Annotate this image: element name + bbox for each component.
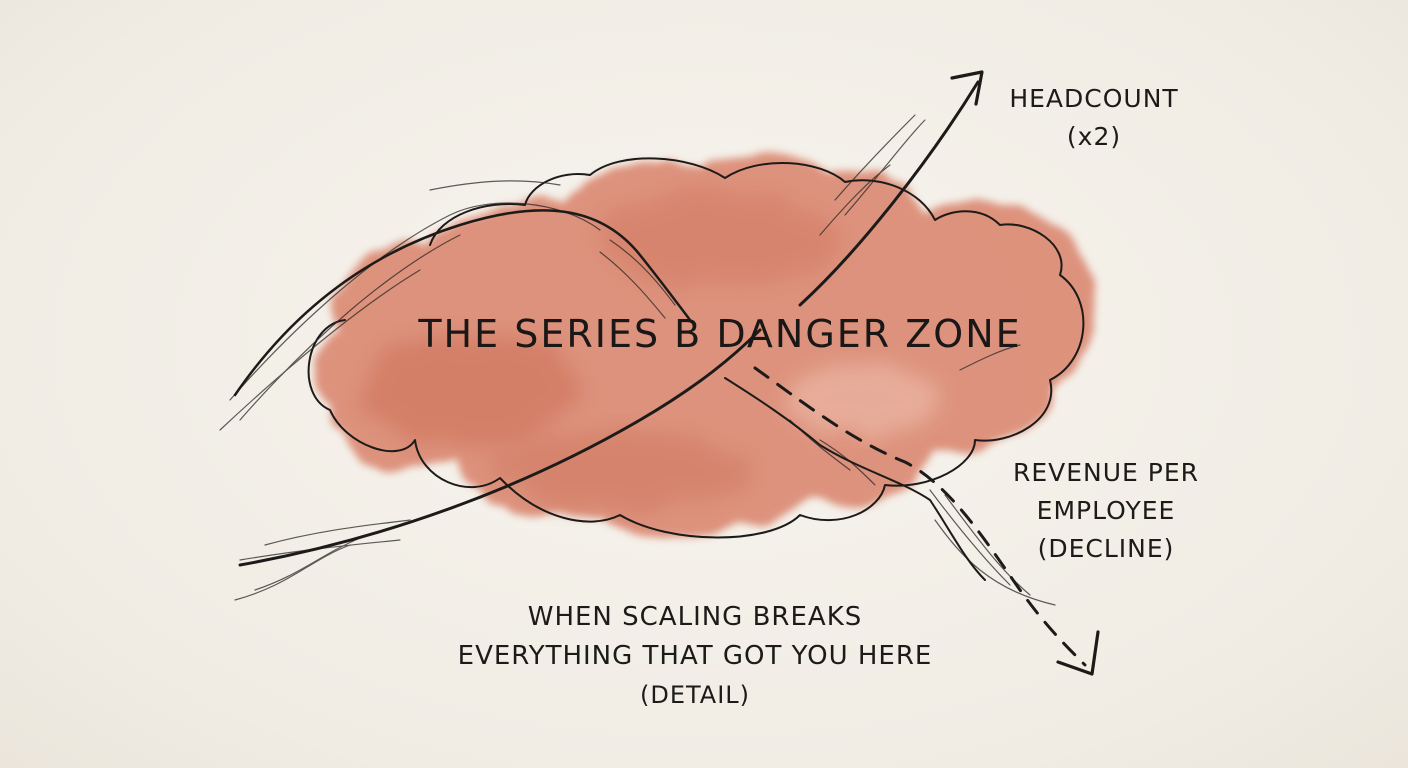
headcount-label-line1: HEADCOUNT (1009, 84, 1179, 113)
diagram-caption: WHEN SCALING BREAKS EVERYTHING THAT GOT … (430, 598, 960, 715)
wash-light-center (780, 365, 940, 435)
caption-line2: EVERYTHING THAT GOT YOU HERE (457, 641, 933, 671)
revenue-arrow-icon (1056, 630, 1100, 676)
caption-line1: WHEN SCALING BREAKS (527, 602, 863, 632)
headcount-arrow-icon (950, 70, 984, 106)
sketch-wisps (219, 114, 1056, 606)
revenue-label-line2: EMPLOYEE (1036, 496, 1176, 525)
revenue-decline-curve (753, 366, 1087, 667)
headcount-label: HEADCOUNT (x2) (996, 80, 1192, 156)
wash-dark-center (600, 190, 840, 290)
danger-zone-title: THE SERIES B DANGER ZONE (418, 312, 1022, 356)
wash-dark-left (360, 335, 580, 445)
cloud-outline (307, 157, 1085, 539)
wave-line (233, 209, 692, 397)
revenue-solid-segment (724, 377, 986, 581)
headcount-curve-upper (798, 80, 980, 307)
wash-dark-bottom (490, 430, 750, 510)
caption-detail: (DETAIL) (639, 681, 751, 709)
danger-zone-wash (308, 155, 1097, 535)
revenue-label-line3: (DECLINE) (1037, 534, 1175, 563)
headcount-curve (238, 328, 762, 567)
revenue-label-line1: REVENUE PER (1012, 458, 1200, 487)
headcount-label-line2: (x2) (1066, 122, 1122, 151)
revenue-per-employee-label: REVENUE PER EMPLOYEE (DECLINE) (996, 454, 1216, 568)
